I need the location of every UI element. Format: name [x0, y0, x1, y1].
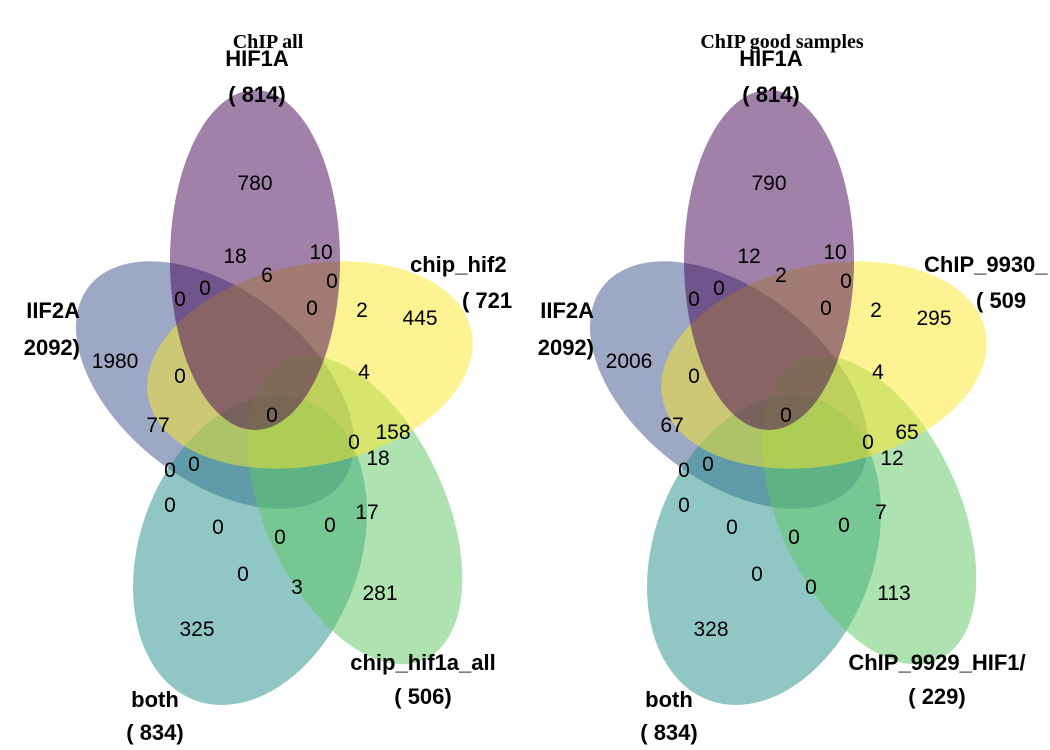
venn-region-count: 12: [880, 447, 903, 470]
venn-region-count: 2: [775, 264, 787, 287]
venn-region-count: 12: [737, 245, 760, 268]
venn-region-count: 0: [326, 270, 338, 293]
venn-region-count: 0: [688, 288, 700, 311]
set-label-chip: ChIP_9930_: [924, 252, 1048, 277]
venn-region-count: 2: [870, 299, 882, 322]
venn-ellipse-hif1a: [684, 90, 854, 430]
set-count-chip1a: ( 229): [908, 684, 965, 709]
set-count-hif2a: 2092): [24, 335, 80, 360]
venn-region-count: 0: [678, 494, 690, 517]
venn-region-count: 0: [274, 526, 286, 549]
venn-region-count: 0: [174, 365, 186, 388]
set-label-hif2a: IIF2A: [26, 298, 80, 323]
venn-region-count: 0: [688, 365, 700, 388]
panel-title: ChIP good samples: [700, 31, 864, 53]
venn-region-count: 10: [309, 241, 332, 264]
venn-region-count: 0: [726, 516, 738, 539]
venn-region-count: 0: [164, 494, 176, 517]
venn-region-count: 3: [291, 576, 303, 599]
set-count-chip: ( 721: [462, 288, 512, 313]
venn-region-count: 0: [713, 277, 725, 300]
venn-region-count: 295: [916, 307, 951, 330]
set-count-hif1a: ( 814): [742, 82, 799, 107]
venn-region-count: 18: [223, 245, 246, 268]
set-count-both: ( 834): [126, 720, 183, 745]
venn-region-count: 0: [174, 288, 186, 311]
venn-region-count: 0: [840, 270, 852, 293]
venn-region-count: 4: [872, 361, 884, 384]
venn-region-count: 2006: [606, 350, 653, 373]
venn-region-count: 6: [261, 264, 273, 287]
venn-region-count: 0: [324, 514, 336, 537]
set-label-both: both: [131, 687, 179, 712]
venn-region-count: 325: [179, 618, 214, 641]
venn-region-count: 0: [751, 563, 763, 586]
venn-region-count: 65: [895, 421, 918, 444]
venn-region-count: 328: [693, 618, 728, 641]
venn-region-count: 0: [266, 404, 278, 427]
set-label-chip1a: chip_hif1a_all: [350, 650, 496, 675]
set-label-hif1a: HIF1A: [739, 46, 803, 71]
set-label-hif1a: HIF1A: [225, 46, 289, 71]
venn-region-count: 0: [838, 514, 850, 537]
venn-region-count: 0: [862, 431, 874, 454]
set-label-both: both: [645, 687, 693, 712]
venn-region-count: 0: [702, 453, 714, 476]
venn-region-count: 113: [877, 582, 910, 605]
venn-region-count: 0: [788, 526, 800, 549]
set-label-chip1a: ChIP_9929_HIF1/: [848, 650, 1025, 675]
venn-region-count: 10: [823, 241, 846, 264]
venn-region-count: 1980: [92, 350, 139, 373]
venn-region-count: 2: [356, 299, 368, 322]
set-count-chip: ( 509: [976, 288, 1026, 313]
venn-region-count: 77: [146, 414, 169, 437]
venn-region-count: 780: [237, 172, 272, 195]
venn-region-count: 0: [212, 516, 224, 539]
venn-region-count: 4: [358, 361, 370, 384]
venn-region-count: 0: [164, 459, 176, 482]
set-count-both: ( 834): [640, 720, 697, 745]
venn-ellipse-hif1a: [170, 90, 340, 430]
venn-region-count: 0: [678, 459, 690, 482]
set-count-chip1a: ( 506): [394, 684, 451, 709]
venn-region-count: 158: [375, 421, 410, 444]
set-label-hif2a: IIF2A: [540, 298, 594, 323]
venn-region-count: 7: [875, 501, 887, 524]
set-count-hif1a: ( 814): [228, 82, 285, 107]
venn-region-count: 0: [805, 576, 817, 599]
venn-region-count: 0: [188, 453, 200, 476]
venn-region-count: 0: [306, 297, 318, 320]
venn-region-count: 0: [780, 404, 792, 427]
venn-region-count: 281: [362, 582, 397, 605]
venn-region-count: 0: [820, 297, 832, 320]
venn-region-count: 17: [355, 501, 378, 524]
venn-region-count: 67: [660, 414, 683, 437]
venn-region-count: 0: [237, 563, 249, 586]
venn-region-count: 790: [751, 172, 786, 195]
venn-region-count: 0: [199, 277, 211, 300]
venn-region-count: 445: [402, 307, 437, 330]
venn-region-count: 0: [348, 431, 360, 454]
set-count-hif2a: 2092): [538, 335, 594, 360]
set-label-chip: chip_hif2: [410, 252, 507, 277]
venn-region-count: 18: [366, 447, 389, 470]
panel-title: ChIP all: [233, 31, 304, 53]
